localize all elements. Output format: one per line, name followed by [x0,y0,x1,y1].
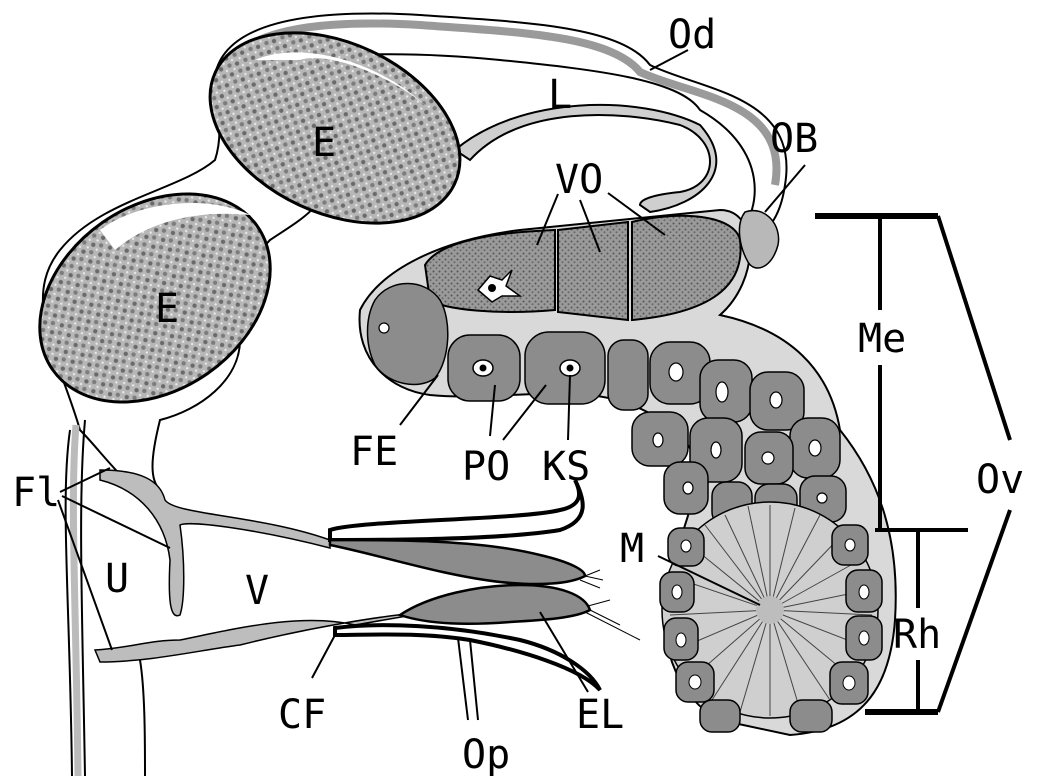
label-u: U [105,556,129,602]
label-rh: Rh [893,612,941,658]
chitin-fold-lower [335,625,600,690]
follicle-cell-fe [368,284,448,385]
label-m: M [620,526,644,572]
vitellarium-oocytes [425,216,741,320]
label-od: Od [668,12,716,58]
label-el: EL [576,692,624,738]
label-e-lower: E [155,286,179,332]
egg-laying-lobe-lower [400,585,590,624]
label-ov: Ov [976,457,1024,503]
label-v: V [245,568,269,614]
bristles [580,570,640,640]
vagina-region [95,470,430,776]
label-ks: KS [542,444,590,490]
label-fe: FE [350,429,398,475]
label-ob: OB [770,116,818,162]
egg-laying-lobe-upper [330,540,585,584]
label-fl: Fl [12,470,60,516]
label-l: L [548,72,572,118]
label-vo: VO [555,157,603,203]
label-e-upper: E [312,120,336,166]
label-cf: CF [278,692,326,738]
label-po: PO [462,444,510,490]
label-op: Op [462,732,510,776]
label-me: Me [858,316,906,362]
